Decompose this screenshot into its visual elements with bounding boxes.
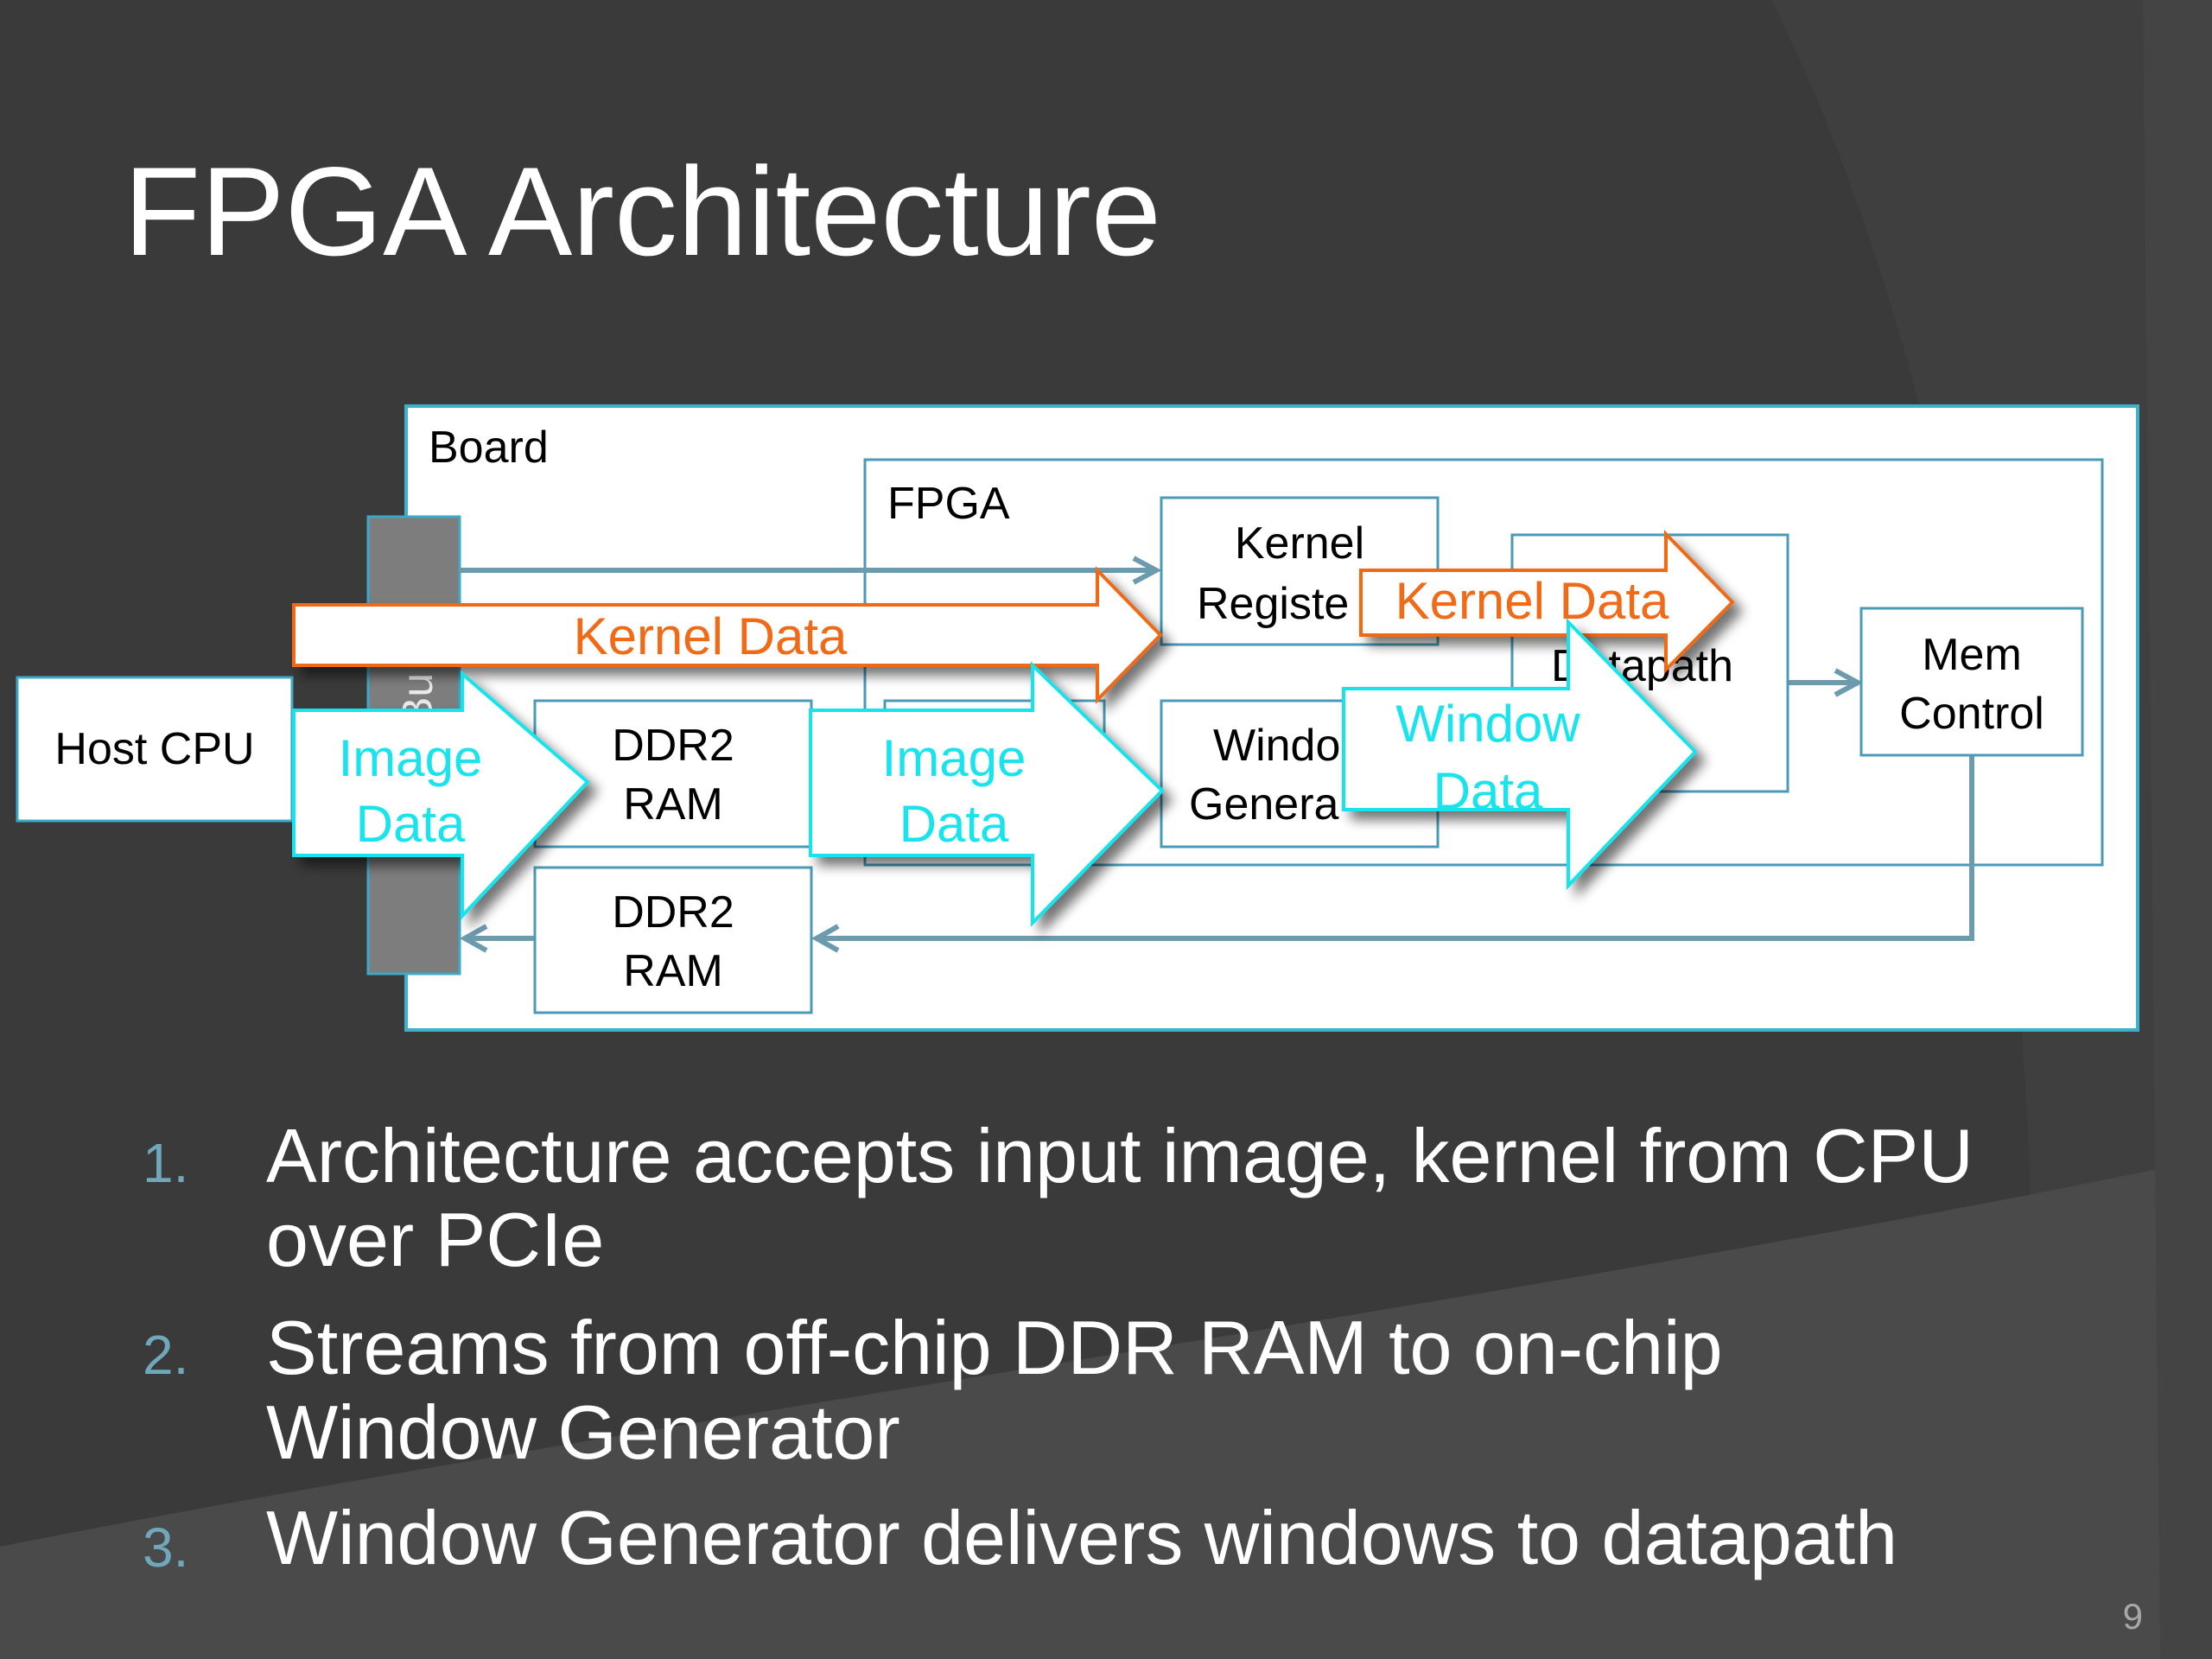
- list-item-line: Window Generator: [266, 1389, 900, 1475]
- kernel-data-arrow-1-label: Kernel Data: [574, 607, 848, 665]
- mem-control-box: [1859, 607, 2084, 757]
- ddr2-ram-bottom-line1: DDR2: [612, 887, 734, 938]
- window-data-arrow-line2: Data: [1433, 762, 1543, 820]
- list-item-line: Window Generator delivers windows to dat…: [266, 1495, 1897, 1580]
- list-item: 2. Streams from off-chip DDR RAM to on-c…: [143, 1305, 1723, 1475]
- window-data-arrow-line1: Window: [1395, 695, 1580, 753]
- ddr2-ram-top-line1: DDR2: [612, 721, 734, 771]
- slide-title: FPGA Architecture: [124, 141, 1161, 282]
- list-item-line: over PCIe: [266, 1197, 604, 1282]
- list-item-number: 3.: [143, 1516, 188, 1579]
- board-label: Board: [429, 423, 549, 473]
- fpga-label: FPGA: [887, 479, 1010, 529]
- list-item-number: 2.: [143, 1324, 188, 1386]
- image-data-arrow-1-line2: Data: [356, 795, 466, 853]
- ddr2-ram-bottom-box: [533, 866, 813, 1014]
- kernel-data-arrow-1: [292, 566, 1163, 704]
- ddr2-ram-top-box: [533, 699, 813, 849]
- ddr2-ram-top-line2: RAM: [623, 779, 723, 830]
- arrowhead-kernel-register: [1132, 556, 1162, 585]
- numbered-list: 1. Architecture accepts input image, ker…: [143, 1113, 1974, 1580]
- page-number: 9: [2123, 1596, 2143, 1637]
- arrowhead-ddr2-bottom: [810, 924, 840, 953]
- kernel-data-arrow-2: [1359, 530, 1735, 674]
- image-data-arrow-2-line1: Image: [882, 729, 1027, 787]
- image-data-arrow-1: [292, 670, 590, 921]
- host-cpu-box: [16, 676, 294, 823]
- host-cpu-label: Host CPU: [54, 724, 254, 774]
- image-data-arrow-2: [809, 661, 1165, 927]
- list-item: 3. Window Generator delivers windows to …: [143, 1495, 1897, 1580]
- window-data-arrow: [1342, 618, 1698, 891]
- list-item: 1. Architecture accepts input image, ker…: [143, 1113, 1974, 1282]
- list-item-line: Architecture accepts input image, kernel…: [266, 1113, 1974, 1198]
- kernel-register-line2: Registe: [1197, 579, 1349, 629]
- mem-control-line1: Mem: [1922, 630, 2022, 680]
- ddr2-ram-bottom-line2: RAM: [623, 946, 723, 996]
- image-data-arrow-2-line2: Data: [899, 795, 1009, 853]
- list-item-line: Streams from off-chip DDR RAM to on-chip: [266, 1305, 1723, 1390]
- window-generator-line2: Genera: [1189, 779, 1339, 830]
- kernel-data-arrow-2-label: Kernel Data: [1395, 572, 1669, 630]
- window-generator-line1: Windo: [1213, 721, 1340, 771]
- kernel-register-line1: Kernel: [1235, 518, 1364, 569]
- arrowhead-mem-control: [1834, 668, 1864, 697]
- mem-control-line2: Control: [1899, 689, 2044, 739]
- list-item-number: 1.: [143, 1132, 188, 1194]
- image-data-arrow-1-line1: Image: [339, 729, 483, 787]
- connectors: [459, 556, 1974, 953]
- arrowhead-bus: [459, 924, 488, 953]
- memcontrol-return-line: [818, 755, 1974, 941]
